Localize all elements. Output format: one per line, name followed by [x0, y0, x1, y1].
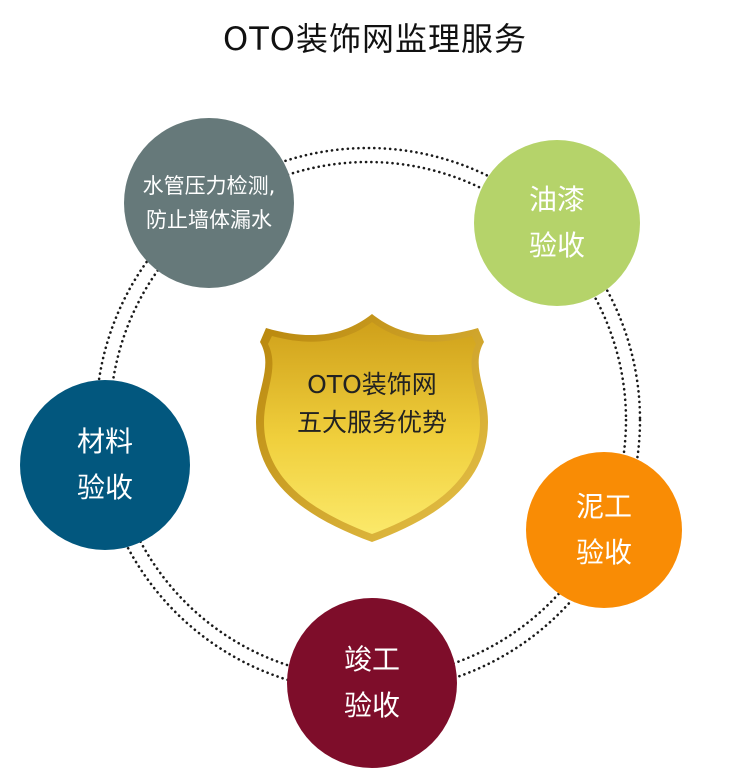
- node-mason-line1: 泥工: [575, 490, 632, 523]
- node-final-acceptance: 竣工 验收: [287, 598, 457, 768]
- shield-label-line1: OTO装饰网: [307, 370, 437, 399]
- shield-label-line2: 五大服务优势: [296, 408, 447, 437]
- node-masonry-acceptance: 泥工 验收: [526, 452, 682, 608]
- node-water-line1: 水管压力检测,: [142, 174, 276, 198]
- shield-icon: [256, 314, 488, 542]
- page-title: OTO装饰网监理服务: [223, 20, 527, 58]
- node-final-line1: 竣工: [343, 643, 400, 676]
- node-material-line1: 材料: [76, 425, 133, 458]
- node-water-pressure-test: 水管压力检测, 防止墙体漏水: [124, 118, 294, 288]
- node-material-line2: 验收: [76, 471, 133, 504]
- node-water-line2: 防止墙体漏水: [146, 208, 272, 232]
- node-paint-acceptance: 油漆 验收: [474, 140, 640, 306]
- node-paint-line2: 验收: [528, 229, 585, 262]
- shield-label: OTO装饰网 五大服务优势: [252, 366, 492, 442]
- node-paint-line1: 油漆: [528, 183, 585, 216]
- node-material-acceptance: 材料 验收: [20, 380, 190, 550]
- node-final-line2: 验收: [343, 689, 400, 722]
- node-mason-line2: 验收: [575, 536, 632, 569]
